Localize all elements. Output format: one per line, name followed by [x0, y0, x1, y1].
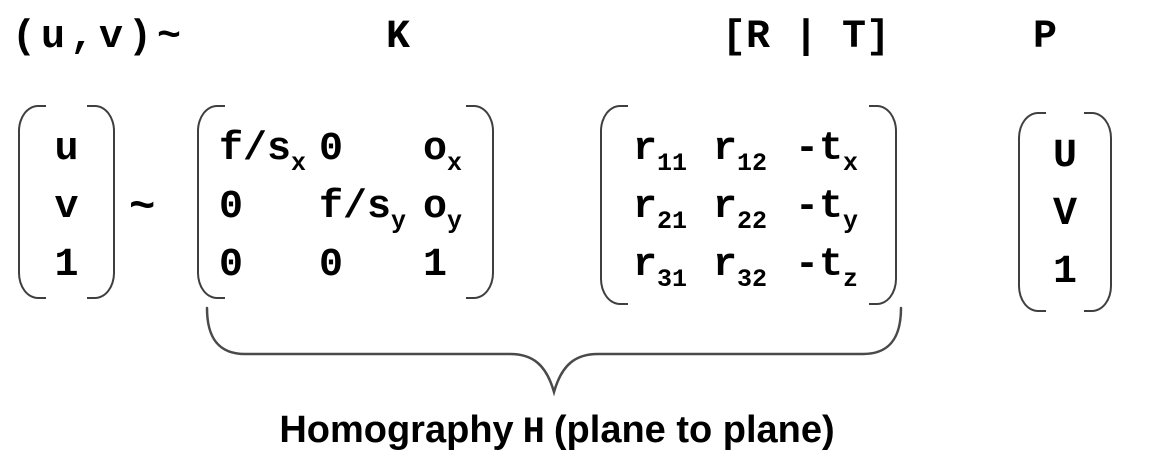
vector-p: U V 1	[1018, 112, 1112, 312]
vector-entry: 1	[1052, 250, 1077, 295]
underbrace	[205, 306, 903, 397]
label-rt-matrix: [R | T]	[722, 15, 891, 60]
label-uv-tilde: (u,v)~	[12, 15, 187, 60]
vector-entry: 1	[54, 243, 79, 288]
vector-entry: v	[54, 185, 79, 230]
caption-suffix: (plane to plane)	[553, 409, 835, 451]
vector-entry: U	[1052, 134, 1077, 179]
tilde-symbol: ~	[129, 183, 156, 233]
matrix-cell: 0	[219, 243, 244, 288]
bracket-left	[600, 105, 628, 305]
caption-prefix: Homography	[279, 409, 514, 451]
vector-entry: u	[54, 127, 79, 172]
bracket-left	[1018, 112, 1046, 312]
matrix-cell: 0	[319, 243, 344, 288]
caption-h-symbol: H	[522, 412, 545, 454]
label-k-matrix: K	[386, 15, 411, 60]
vector-uv1: u v 1	[18, 105, 115, 299]
matrix-cell: 1	[423, 243, 448, 288]
vector-entry: V	[1052, 192, 1077, 237]
bracket-left	[197, 105, 225, 299]
bracket-left	[18, 105, 46, 299]
matrix-cell: 0	[219, 185, 244, 230]
label-p-vector: P	[1033, 15, 1058, 60]
matrix-cell: 0	[319, 127, 344, 172]
